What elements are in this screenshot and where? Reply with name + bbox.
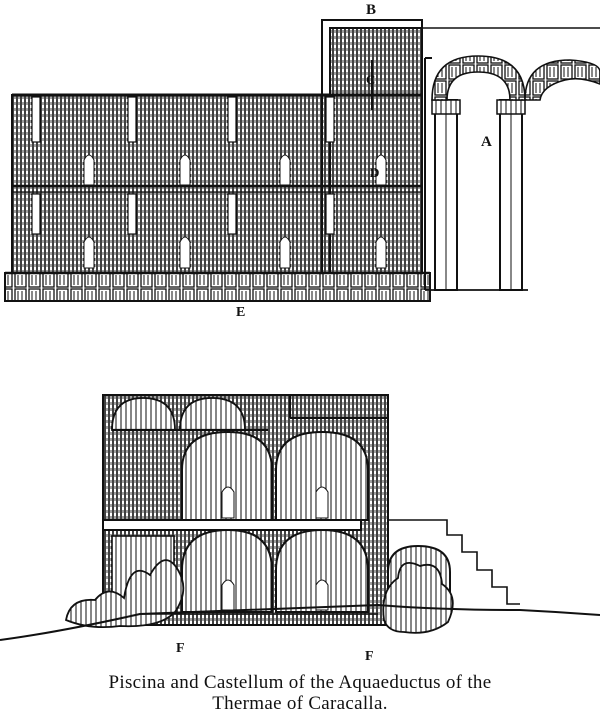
castellum-section-drawing <box>0 394 600 641</box>
caption-line-1: Piscina and Castellum of the Aquaeductus… <box>108 672 492 693</box>
label-b: B <box>366 2 376 18</box>
label-d: D <box>370 165 379 180</box>
label-f-left: F <box>176 641 185 656</box>
figure-caption: Piscina and Castellum of the Aquaeductus… <box>0 672 600 714</box>
label-f-right: F <box>365 649 374 664</box>
label-a: A <box>481 134 492 150</box>
piscina-section-drawing <box>4 19 600 302</box>
caption-line-2: Thermae of Caracalla. <box>212 693 388 714</box>
label-c: C <box>366 72 375 87</box>
label-e: E <box>236 305 245 320</box>
